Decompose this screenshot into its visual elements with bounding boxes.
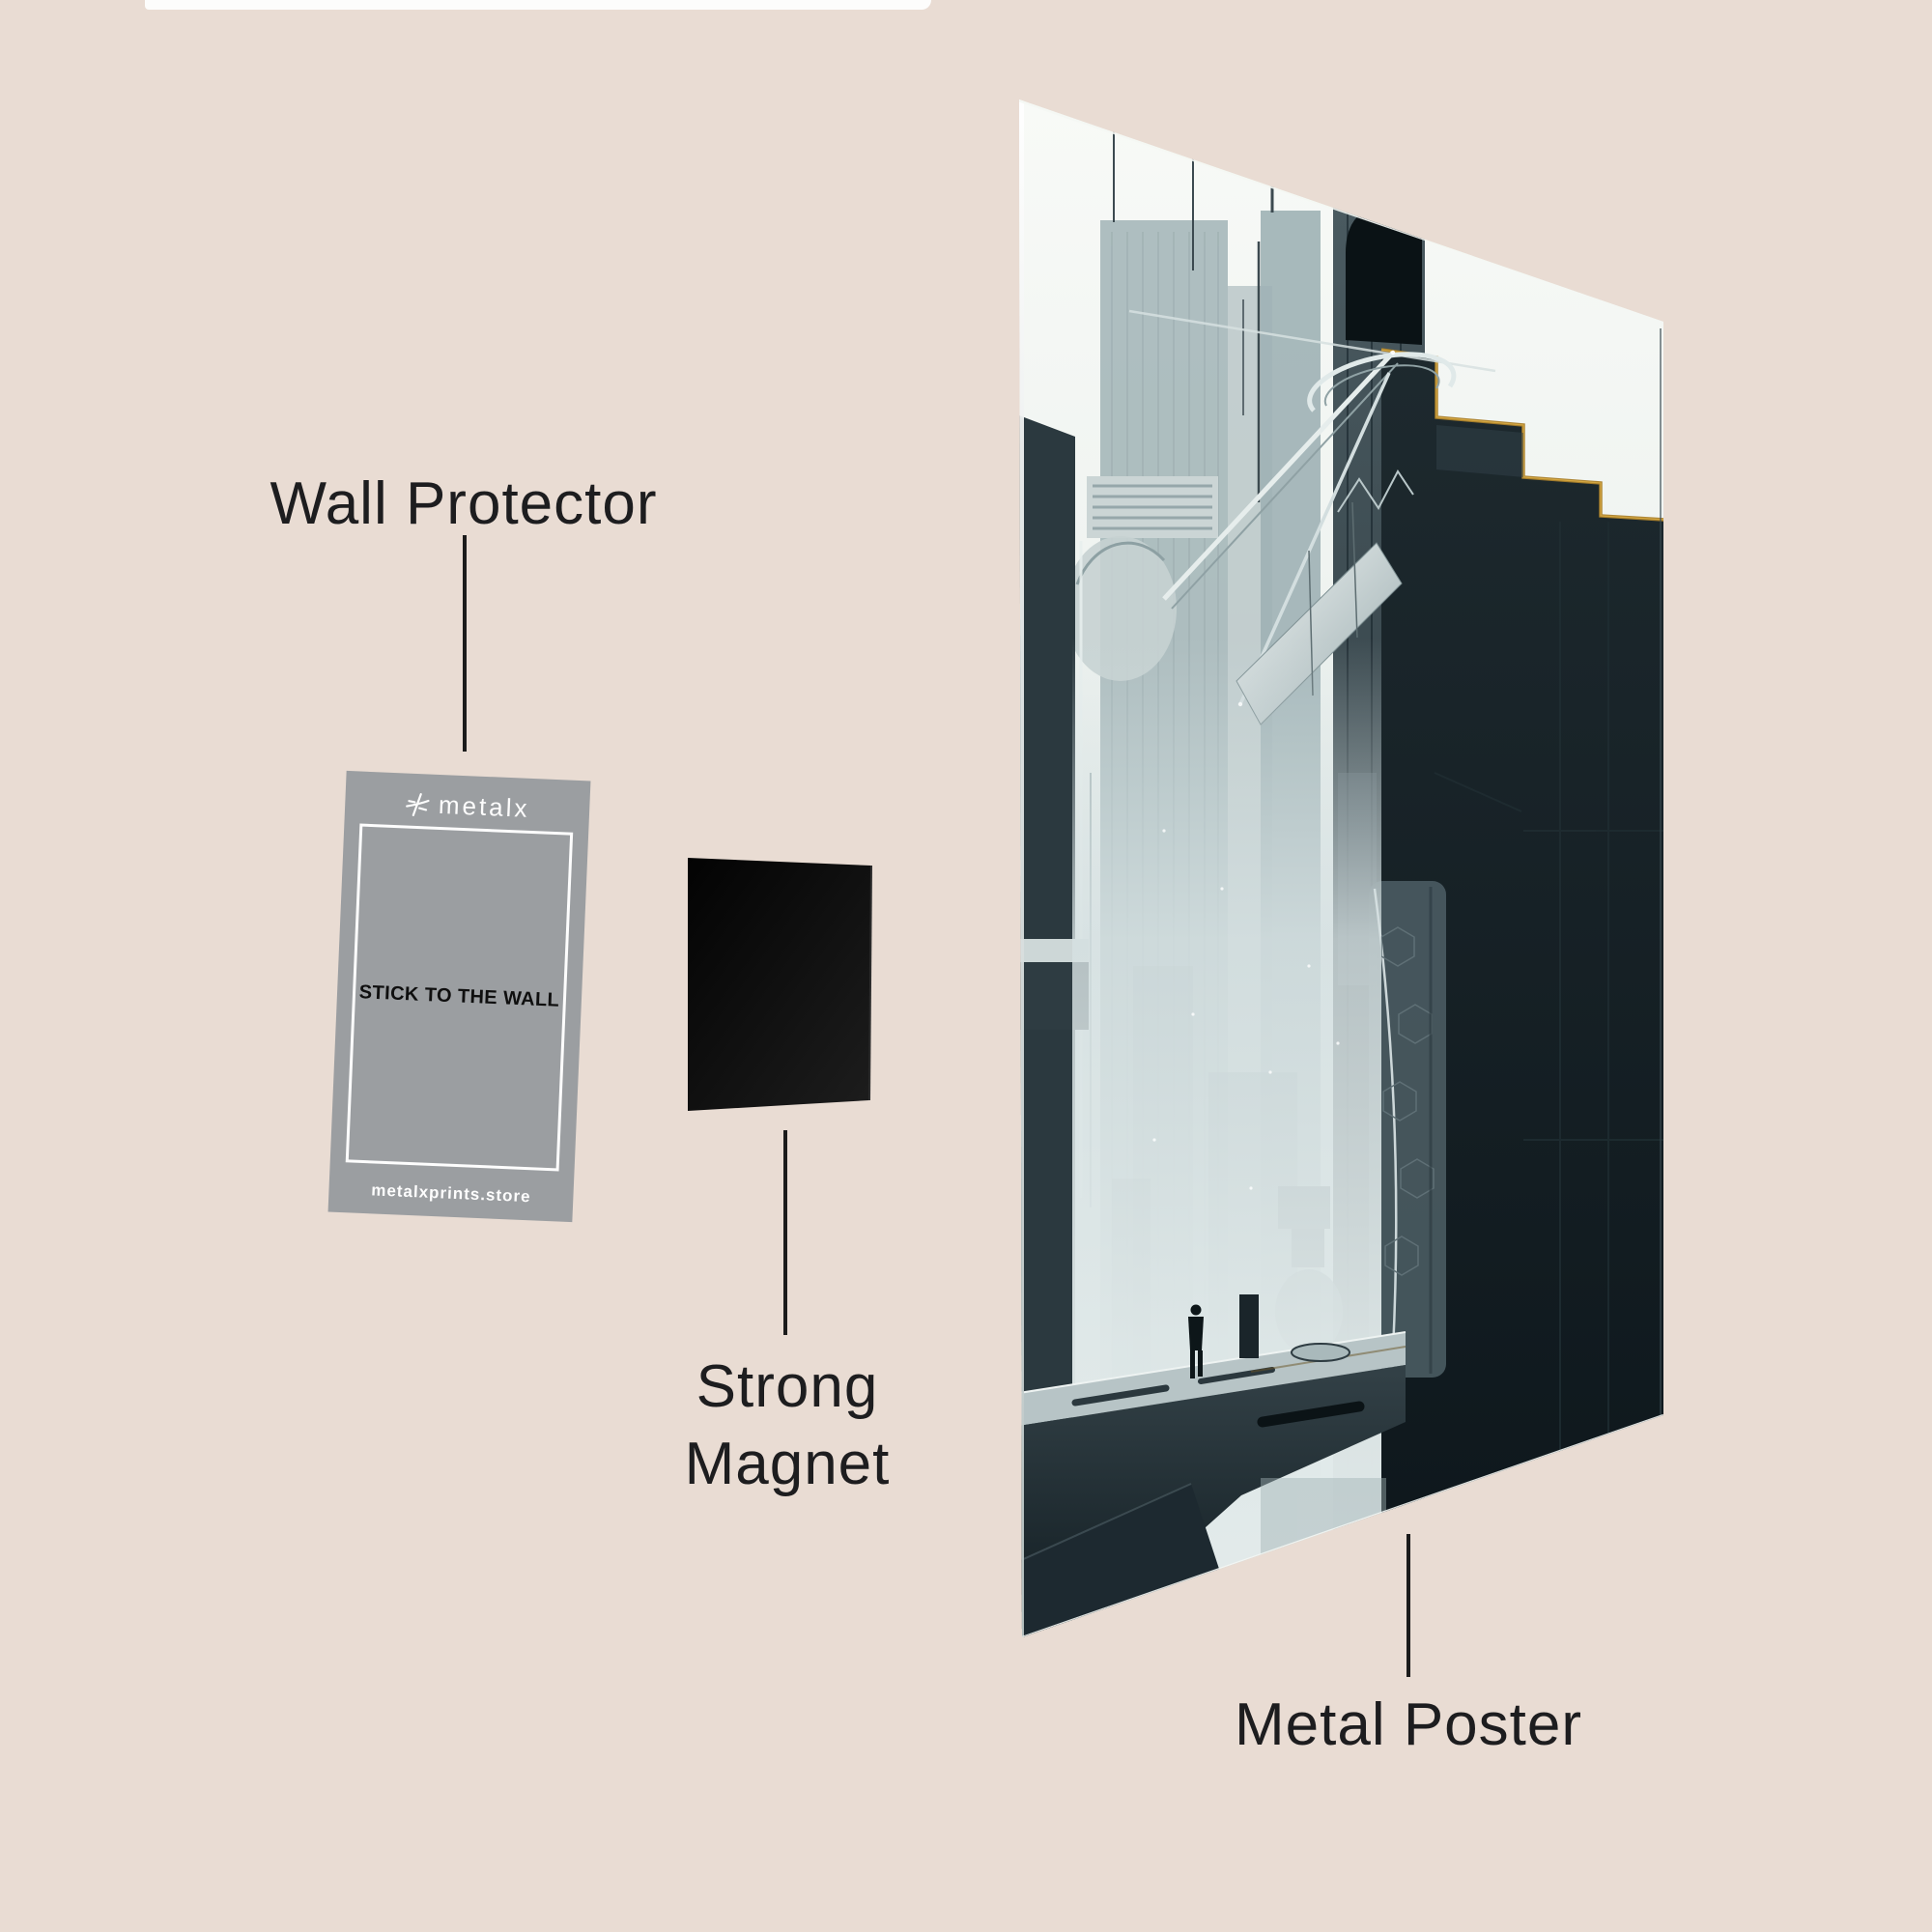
wall-protector-label: Wall Protector [270, 470, 658, 537]
metal-poster [1019, 99, 1663, 1638]
strong-magnet-label: Strong Magnet [546, 1349, 1029, 1503]
metalx-logo-icon [404, 791, 430, 817]
person-silhouette [1188, 1304, 1204, 1378]
poster-art [1019, 99, 1663, 1638]
magnet-shape [688, 858, 871, 1111]
metalx-brand-text: metalx [438, 789, 531, 823]
strong-magnet-label-line2: Magnet [684, 1431, 891, 1497]
card-footer-url: metalxprints.store [370, 1180, 531, 1207]
wall-protector-leader-line [463, 535, 467, 752]
metal-poster-leader-line [1406, 1534, 1410, 1677]
metal-poster-label: Metal Poster [1234, 1691, 1583, 1758]
poster-glass-panel [1369, 881, 1446, 1378]
strong-magnet [679, 848, 878, 1119]
top-edge-white-strip [145, 0, 931, 10]
strong-magnet-label-line1: Strong [696, 1353, 879, 1420]
metalx-logo: metalx [345, 786, 590, 827]
wall-protector-card: metalx STICK TO THE WALL metalxprints.st… [327, 770, 591, 1223]
strong-magnet-leader-line [783, 1130, 787, 1335]
